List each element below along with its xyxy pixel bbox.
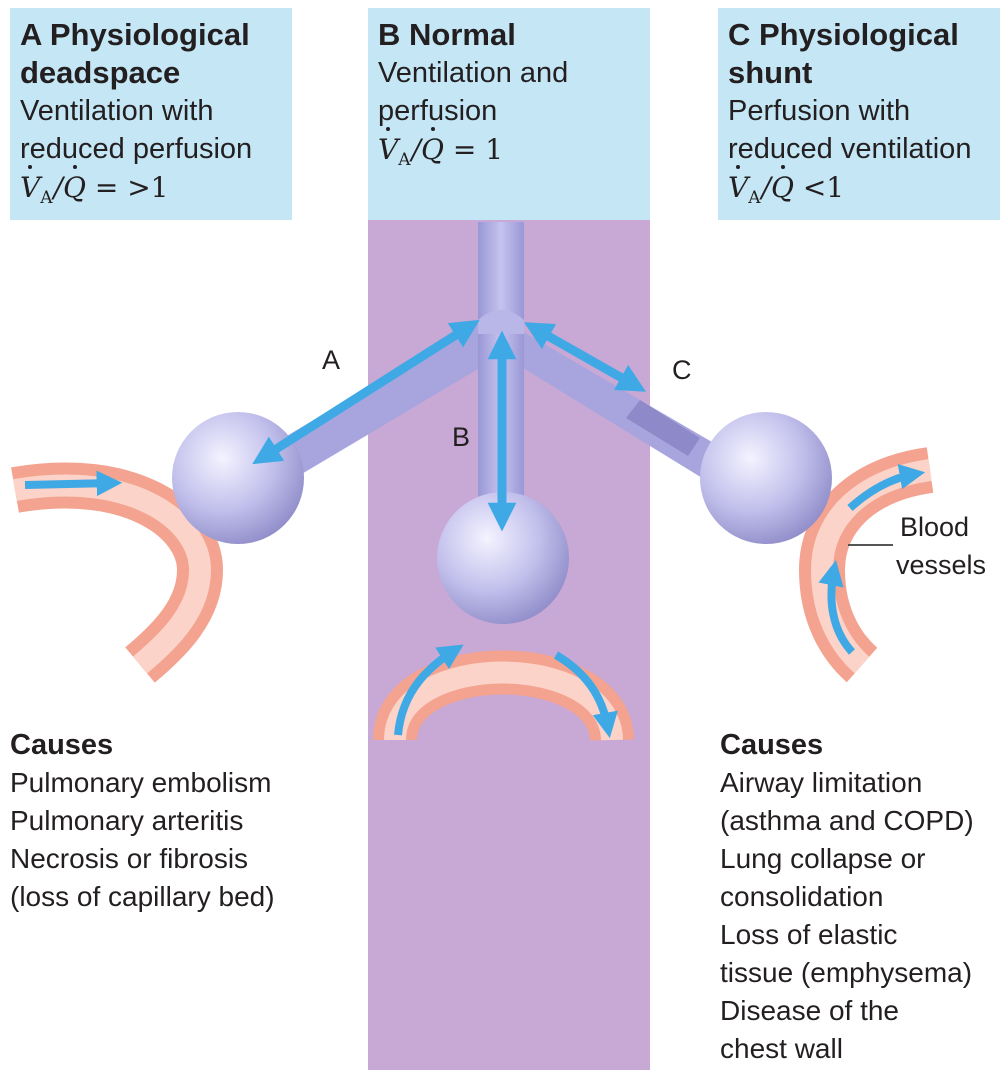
causes-left-heading: Causes: [10, 726, 350, 764]
causes-right-item: consolidation: [720, 878, 1005, 916]
causes-right-item: Lung collapse or: [720, 840, 1005, 878]
causes-left-item: Pulmonary embolism: [10, 764, 350, 802]
airway-c-label: C: [672, 355, 692, 385]
causes-right-item: Disease of the: [720, 992, 1005, 1030]
causes-right-heading: Causes: [720, 726, 1005, 764]
causes-left-item: (loss of capillary bed): [10, 878, 350, 916]
flow-arrow-a: [25, 483, 112, 485]
blood-vessels-label-line2: vessels: [896, 550, 986, 580]
causes-right-item: (asthma and COPD): [720, 802, 1005, 840]
blood-vessels-label-line1: Blood: [900, 512, 969, 542]
causes-left-item: Necrosis or fibrosis: [10, 840, 350, 878]
causes-right-item: Loss of elastic: [720, 916, 1005, 954]
airway-a-label: A: [322, 345, 340, 375]
blood-vessel-b: [395, 650, 612, 740]
causes-deadspace: Causes Pulmonary embolism Pulmonary arte…: [10, 726, 350, 916]
blood-vessel-a: [15, 483, 200, 665]
alveolus-c: [700, 412, 832, 544]
causes-right-item: Airway limitation: [720, 764, 1005, 802]
causes-left-item: Pulmonary arteritis: [10, 802, 350, 840]
alveolus-a: [172, 412, 304, 544]
causes-right-item: tissue (emphysema): [720, 954, 1005, 992]
causes-shunt: Causes Airway limitation (asthma and COP…: [720, 726, 1005, 1068]
causes-right-item: chest wall: [720, 1030, 1005, 1068]
airway-b-label: B: [452, 422, 470, 452]
